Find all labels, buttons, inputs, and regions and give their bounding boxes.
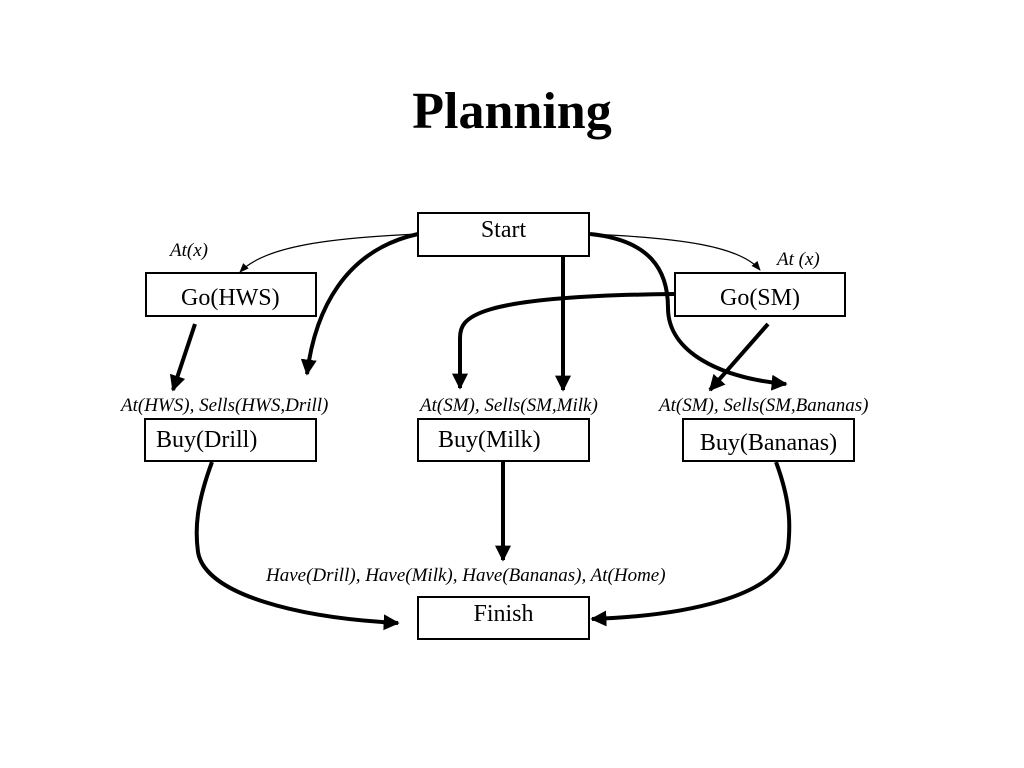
buy-bananas-node: Buy(Bananas) xyxy=(682,418,855,462)
buy-milk-node: Buy(Milk) xyxy=(417,418,590,462)
start-node: Start xyxy=(417,212,590,257)
link-go-sm-to-buy-milk xyxy=(452,292,676,390)
page-title: Planning xyxy=(412,83,612,140)
precondition-buy-bananas: At(SM), Sells(SM,Bananas) xyxy=(659,395,869,416)
precondition-go-sm: At (x) xyxy=(777,249,820,270)
buy-milk-node-label: Buy(Milk) xyxy=(438,427,541,453)
finish-node-label: Finish xyxy=(473,601,534,627)
go-hws-node-label: Go(HWS) xyxy=(181,285,280,311)
link-go-sm-to-buy-bananas xyxy=(708,322,770,392)
precondition-buy-drill: At(HWS), Sells(HWS,Drill) xyxy=(121,395,329,416)
precondition-buy-milk: At(SM), Sells(SM,Milk) xyxy=(420,395,598,416)
go-hws-node: Go(HWS) xyxy=(145,272,317,317)
buy-drill-node-label: Buy(Drill) xyxy=(156,427,258,453)
link-go-hws-to-buy-drill xyxy=(169,323,197,392)
link-start-to-go-sm xyxy=(589,233,761,271)
precondition-finish: Have(Drill), Have(Milk), Have(Bananas), … xyxy=(266,565,666,586)
buy-bananas-node-label: Buy(Bananas) xyxy=(699,430,838,456)
finish-node: Finish xyxy=(417,596,590,640)
link-buy-drill-to-finish xyxy=(194,461,400,631)
link-start-to-go-hws xyxy=(239,233,419,273)
precondition-go-hws: At(x) xyxy=(170,240,208,261)
link-start-to-buy-bananas xyxy=(589,232,788,391)
start-node-label: Start xyxy=(480,217,527,243)
buy-drill-node: Buy(Drill) xyxy=(144,418,317,462)
go-sm-node: Go(SM) xyxy=(674,272,846,317)
link-start-to-buy-drill xyxy=(300,232,419,376)
go-sm-node-label: Go(SM) xyxy=(719,285,800,311)
link-buy-bananas-to-finish xyxy=(590,461,792,627)
